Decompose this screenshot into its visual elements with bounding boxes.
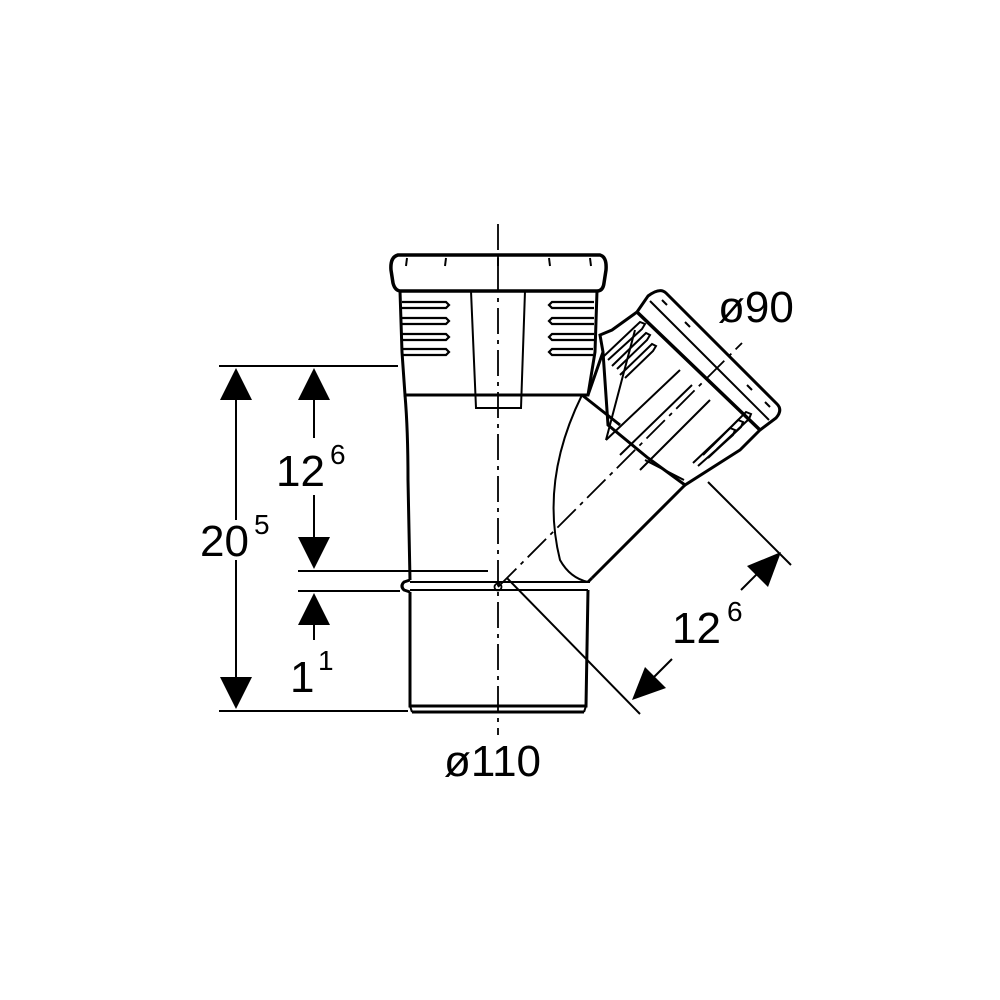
branch-length-label: 12 6	[672, 596, 743, 653]
dimension-arrows	[220, 368, 781, 709]
main-diameter-label: ø110	[444, 737, 541, 786]
branch-diameter-label: ø90	[718, 283, 794, 332]
svg-text:6: 6	[330, 439, 346, 470]
arrow-diag-lower	[632, 667, 666, 700]
height-branch-label: 12 6	[276, 439, 346, 496]
arrow-socket-top	[298, 593, 330, 625]
arrow-total-bottom	[220, 677, 252, 709]
svg-text:1: 1	[318, 645, 334, 676]
dimension-lines	[219, 365, 792, 715]
center-lines	[493, 224, 743, 735]
svg-text:12: 12	[276, 447, 325, 496]
arrow-diag-upper	[747, 552, 781, 587]
svg-text:1: 1	[290, 653, 314, 702]
arrow-total-top	[220, 368, 252, 400]
svg-text:20: 20	[200, 517, 249, 566]
arrow-branch-top	[298, 368, 330, 400]
svg-text:12: 12	[672, 604, 721, 653]
branch-pipe	[552, 289, 782, 583]
main-pipe	[389, 253, 608, 714]
svg-text:5: 5	[254, 509, 270, 540]
height-total-label: 20 5	[200, 509, 270, 566]
svg-text:6: 6	[727, 596, 743, 627]
height-socket-label: 1 1	[290, 645, 334, 702]
arrow-branch-bottom	[298, 537, 330, 569]
